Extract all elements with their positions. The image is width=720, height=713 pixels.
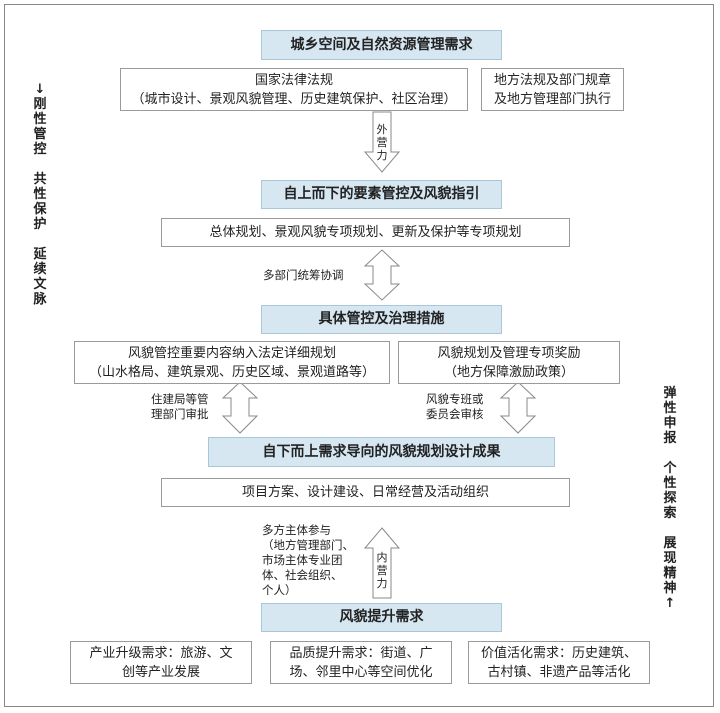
industry-demand-box: 产业升级需求：旅游、文 创等产业发展 [70, 641, 252, 684]
national-law-box: 国家法律法规 （城市设计、景观风貌管理、历史建筑保护、社区治理） [120, 68, 468, 111]
external-force-label: 外 营 力 [376, 123, 388, 162]
left-side-text: ↓ 刚 性 管 控 共 性 保 护 延 续 文 脉 [33, 82, 47, 307]
housing-bureau-label: 住建局等管 理部门审批 [151, 392, 209, 421]
quality-demand-box: 品质提升需求：街道、广 场、邻里中心等空间优化 [270, 641, 452, 684]
coordination-double-arrow [363, 249, 401, 301]
header-specific-measures: 具体管控及治理措施 [261, 305, 502, 334]
internal-force-arrow [363, 527, 401, 599]
stakeholders-label: 多方主体参与 （地方管理部门、 市场主体专业团 体、社会组织、 个人） [262, 523, 354, 597]
value-demand-box: 价值活化需求：历史建筑、 古村镇、非遗产品等活化 [468, 641, 650, 684]
header-bottom-up-outcomes: 自下而上需求导向的风貌规划设计成果 [208, 437, 555, 467]
header-spatial-demand: 城乡空间及自然资源管理需求 [261, 30, 502, 60]
internal-force-label: 内 营 力 [376, 551, 388, 590]
committee-label: 风貌专班或 委员会审核 [426, 392, 484, 421]
local-law-box: 地方法规及部门规章 及地方管理部门执行 [481, 68, 624, 111]
header-style-upgrade-demand: 风貌提升需求 [261, 603, 502, 632]
external-force-arrow [363, 111, 401, 173]
overall-plan-box: 总体规划、景观风貌专项规划、更新及保护等专项规划 [161, 218, 570, 247]
multi-dept-label: 多部门统筹协调 [263, 268, 344, 282]
project-box: 项目方案、设计建设、日常经营及活动组织 [161, 478, 570, 507]
header-top-down-control: 自上而下的要素管控及风貌指引 [261, 180, 502, 209]
diagram-frame [4, 4, 714, 707]
control-content-box: 风貌管控重要内容纳入法定详细规划 （山水格局、建筑景观、历史区域、景观道路等） [74, 341, 390, 384]
right-side-text: 弹 性 申 报 个 性 探 索 展 现 精 神 ↑ [663, 386, 677, 611]
approval-double-arrow-left [221, 381, 259, 434]
review-double-arrow-right [499, 381, 537, 434]
incentive-box: 风貌规划及管理专项奖励 （地方保障激励政策） [398, 341, 620, 384]
